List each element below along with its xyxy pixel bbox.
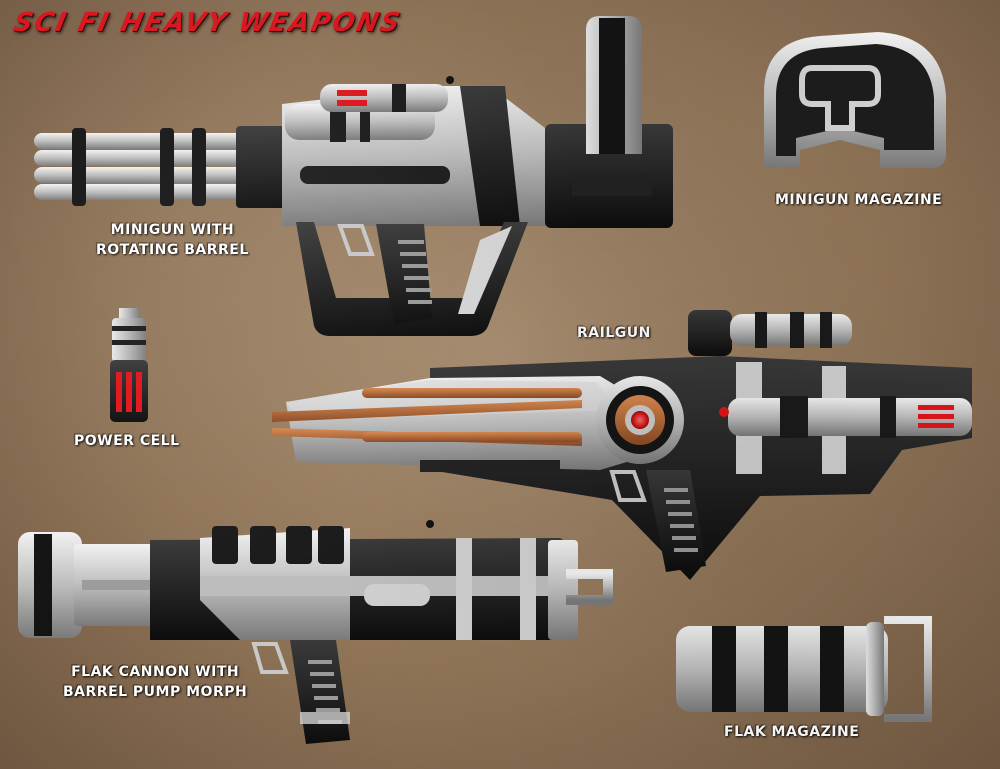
flak-cannon-label-line-2: BARREL PUMP MORPH: [63, 684, 248, 700]
power-cell-label: POWER CELL: [74, 433, 180, 449]
minigun-label-line-1: MINIGUN WITH: [110, 222, 235, 238]
railgun-label: RAILGUN: [577, 325, 651, 341]
power-cell-image: [110, 308, 148, 422]
flak-magazine-image: [676, 616, 932, 722]
minigun-image: [34, 16, 673, 336]
minigun-magazine-image: [764, 32, 946, 168]
flak-cannon-label-line-1: FLAK CANNON WITH: [71, 664, 240, 680]
railgun-image: [272, 310, 972, 580]
minigun-label-line-2: ROTATING BARREL: [96, 242, 249, 258]
minigun-magazine-label: MINIGUN MAGAZINE: [775, 192, 943, 208]
flak-cannon-image: [18, 520, 613, 744]
flak-cannon-label: FLAK CANNON WITH BARREL PUMP MORPH: [63, 662, 247, 702]
flak-magazine-label: FLAK MAGAZINE: [724, 724, 860, 740]
minigun-label: MINIGUN WITH ROTATING BARREL: [96, 220, 249, 260]
